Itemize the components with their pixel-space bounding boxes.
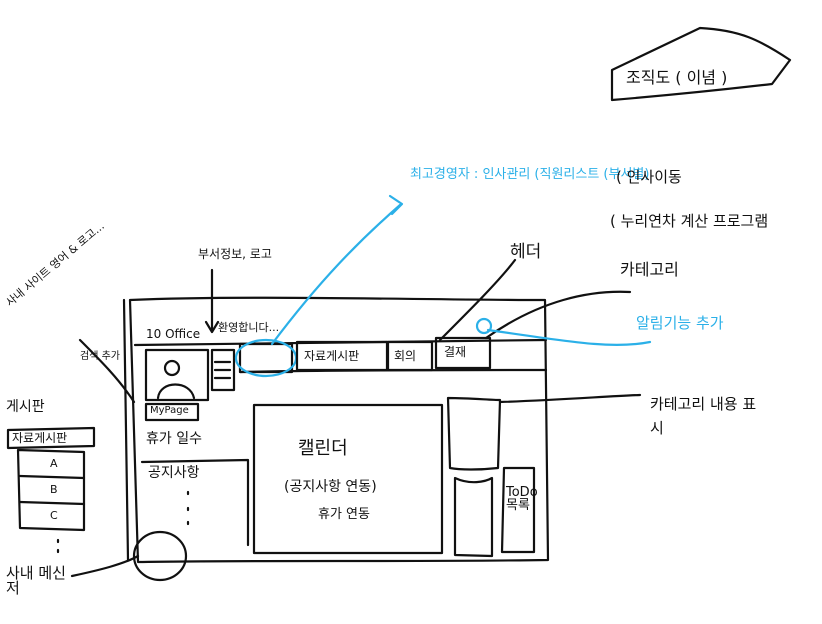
messenger-arrow (70, 554, 140, 578)
dept-info-arrow (204, 268, 220, 334)
nav-tab-box-3 (434, 336, 492, 370)
org-chart-bracket (610, 26, 792, 102)
board-sub: 자료게시판 (12, 431, 68, 445)
mypage-box (144, 402, 200, 422)
notice-label: 공지사항 (148, 465, 200, 481)
calendar-title: 캘린더 (298, 438, 348, 459)
header-arrow (438, 258, 517, 342)
dept-info-note: 부서정보, 로고 (198, 247, 272, 261)
avatar-head (163, 359, 181, 377)
messenger-note: 사내 메신저 (6, 564, 66, 597)
category-note: 카테고리 (620, 260, 679, 279)
left-outer-line (122, 298, 130, 562)
todo-box (500, 466, 536, 554)
avatar-body (156, 383, 196, 400)
lower-side-shape (453, 476, 494, 558)
leave-calc-note: ( 누리연차 계산 프로그램 (610, 212, 769, 230)
site-name-arrow (78, 338, 136, 404)
board-item-a: A (50, 457, 58, 470)
welcome-text: 환영합니다... (218, 321, 280, 334)
alert-bell-marker (475, 317, 493, 335)
board-item-c: C (50, 509, 58, 522)
board-list-dividers (18, 474, 86, 506)
search-box (238, 342, 294, 374)
board-item-b: B (50, 483, 58, 496)
hamburger-icon (213, 360, 232, 380)
mypage-button[interactable]: MyPage (150, 405, 189, 416)
alert-note: 알림기능 추가 (636, 314, 724, 332)
nav-tab-2[interactable]: 회의 (394, 349, 417, 363)
nav-tab-3[interactable]: 결재 (444, 345, 467, 359)
search-note: 검색 추가 (80, 351, 120, 362)
search-arrow-head (388, 194, 404, 216)
todo-label: ToDo 목록 (506, 485, 538, 513)
content-arrow (498, 393, 642, 404)
nav-tab-box-2 (386, 340, 434, 372)
brand-name: 10 Office (146, 327, 201, 341)
board-title: 게시판 (6, 399, 45, 415)
messenger-circle (132, 530, 188, 582)
notice-box (140, 458, 250, 547)
alert-arrow (486, 328, 652, 346)
category-content-box (446, 396, 502, 471)
vacation-label: 휴가 일수 (146, 431, 202, 447)
profile-box (144, 348, 210, 402)
transfer-note: ( 인사이동 (616, 168, 682, 186)
board-title-box (6, 426, 96, 450)
nav-tab-1[interactable]: 자료게시판 (304, 349, 360, 363)
header-note: 헤더 (510, 242, 542, 262)
calendar-box (252, 403, 444, 555)
calendar-sub2: 휴가 연동 (318, 507, 370, 522)
ceo-label: 최고경영자 : 인사관리 (직원리스트 (부서별) (410, 167, 650, 182)
category-content-note: 카테고리 내용 표시 (650, 395, 757, 437)
search-arrow (270, 203, 402, 346)
category-arrow (484, 290, 632, 340)
org-chart-note: 조직도 ( 이념 ) (626, 68, 728, 87)
app-frame (128, 296, 550, 564)
calendar-sub: (공지사항 연동) (284, 479, 377, 495)
menu-box (210, 348, 236, 392)
